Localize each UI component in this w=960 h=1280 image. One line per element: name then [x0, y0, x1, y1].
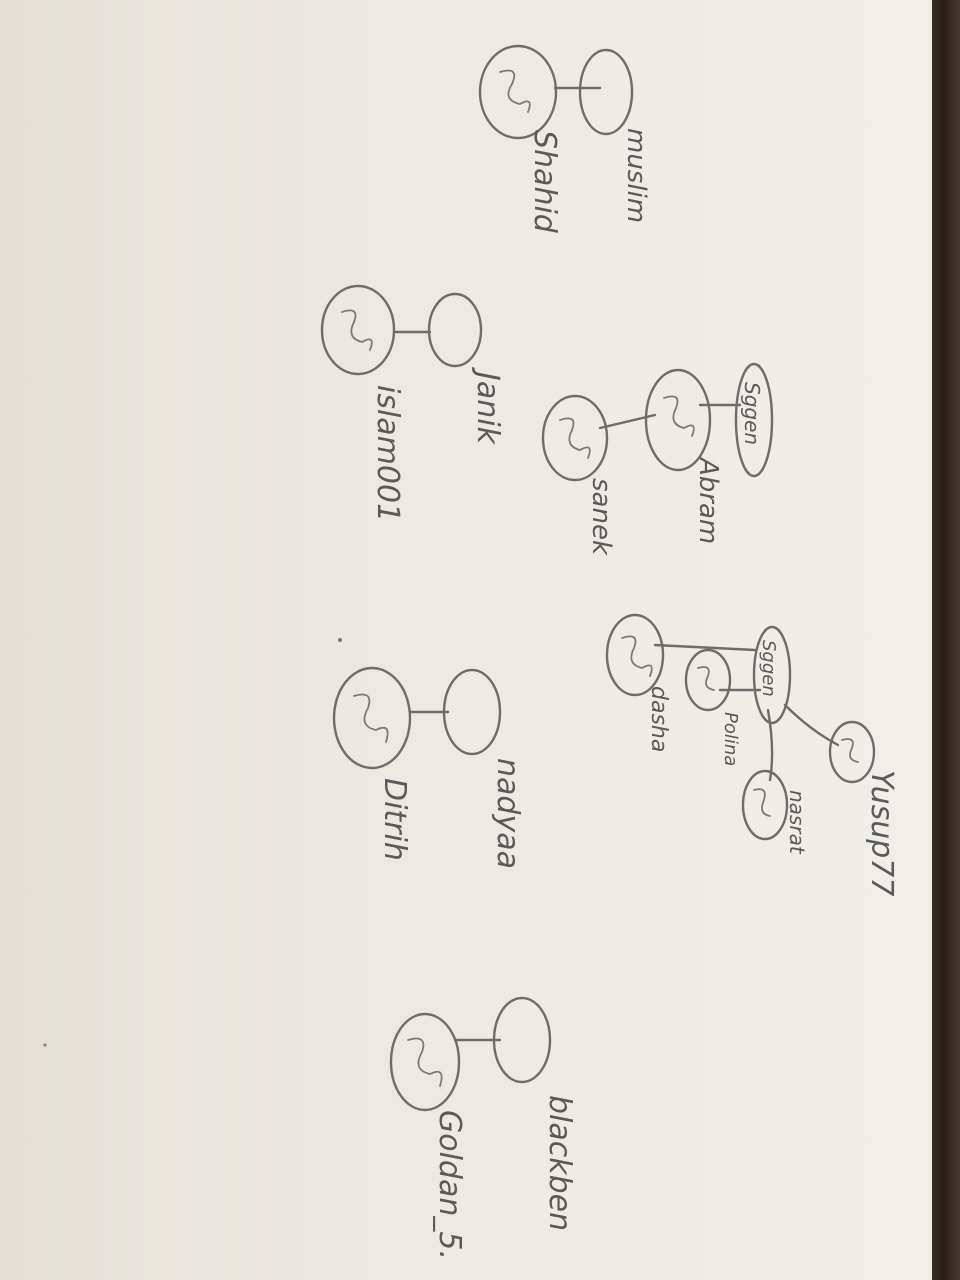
label-blackben: blackben — [542, 1095, 577, 1231]
scribble-mark-yusup — [841, 738, 859, 763]
label-muslim: muslim — [621, 128, 651, 223]
scribble-mark-islam — [341, 309, 373, 351]
cluster-sggen-right: Sggen Polina dasha Yusup77 nasrat — [605, 613, 899, 896]
edge-sggen-nasrat — [766, 708, 774, 782]
node-goldan — [389, 1012, 461, 1112]
label-islam: islam001 — [370, 385, 405, 522]
label-polina: Polina — [720, 712, 741, 766]
stray-dot — [338, 638, 342, 642]
cluster-sggen-abram-sanek: Sggen Abram sanek — [541, 362, 774, 556]
paper-edge — [932, 0, 960, 1280]
scribble-mark-nasrat — [753, 788, 771, 817]
label-yusup: Yusup77 — [864, 770, 899, 896]
label-nadyaa: nadyaa — [490, 758, 525, 869]
scribble-mark-sanek — [559, 417, 591, 459]
node-sggen-top — [734, 362, 774, 478]
pair-muslim-shahid: muslim Shahid — [478, 44, 651, 234]
stray-dot — [43, 1043, 47, 1047]
scribble-mark-shahid — [499, 69, 531, 113]
label-sanek: sanek — [586, 478, 616, 556]
node-janik — [427, 292, 483, 368]
node-sanek — [541, 394, 609, 482]
label-shahid: Shahid — [527, 130, 562, 234]
node-polina — [684, 648, 732, 712]
node-dasha — [605, 613, 665, 697]
node-shahid — [478, 44, 558, 140]
node-ditrih — [332, 666, 412, 770]
node-muslim — [578, 48, 634, 136]
node-nasrat — [741, 769, 789, 841]
edge-sggen-dasha — [653, 643, 757, 652]
node-nadyaa — [442, 668, 502, 756]
node-sggen-right — [752, 625, 792, 725]
node-blackben — [492, 996, 552, 1084]
node-yusup — [828, 720, 876, 784]
scribble-mark-abram — [663, 395, 695, 437]
label-sggen-top: Sggen — [740, 382, 764, 445]
scribble-mark-dasha — [621, 635, 653, 677]
label-sggen-right: Sggen — [758, 640, 779, 697]
edge-sggen-yusup — [783, 703, 840, 747]
pair-nadyaa-ditrih: nadyaa Ditrih — [332, 666, 525, 869]
node-islam — [320, 284, 396, 376]
pair-blackben-goldan: blackben Goldan_5. — [389, 996, 577, 1260]
scribble-mark-goldan — [407, 1037, 443, 1087]
pair-janik-islam: Janik islam001 — [320, 284, 505, 522]
label-abram: Abram — [693, 456, 723, 544]
label-nasrat: nasrat — [785, 790, 809, 855]
label-dasha: dasha — [646, 686, 671, 752]
scribble-mark-ditrih — [353, 693, 389, 743]
label-goldan: Goldan_5. — [432, 1110, 467, 1260]
label-ditrih: Ditrih — [377, 778, 412, 861]
label-janik: Janik — [470, 367, 505, 446]
scribble-mark-polina — [697, 666, 715, 691]
node-abram — [644, 368, 712, 472]
